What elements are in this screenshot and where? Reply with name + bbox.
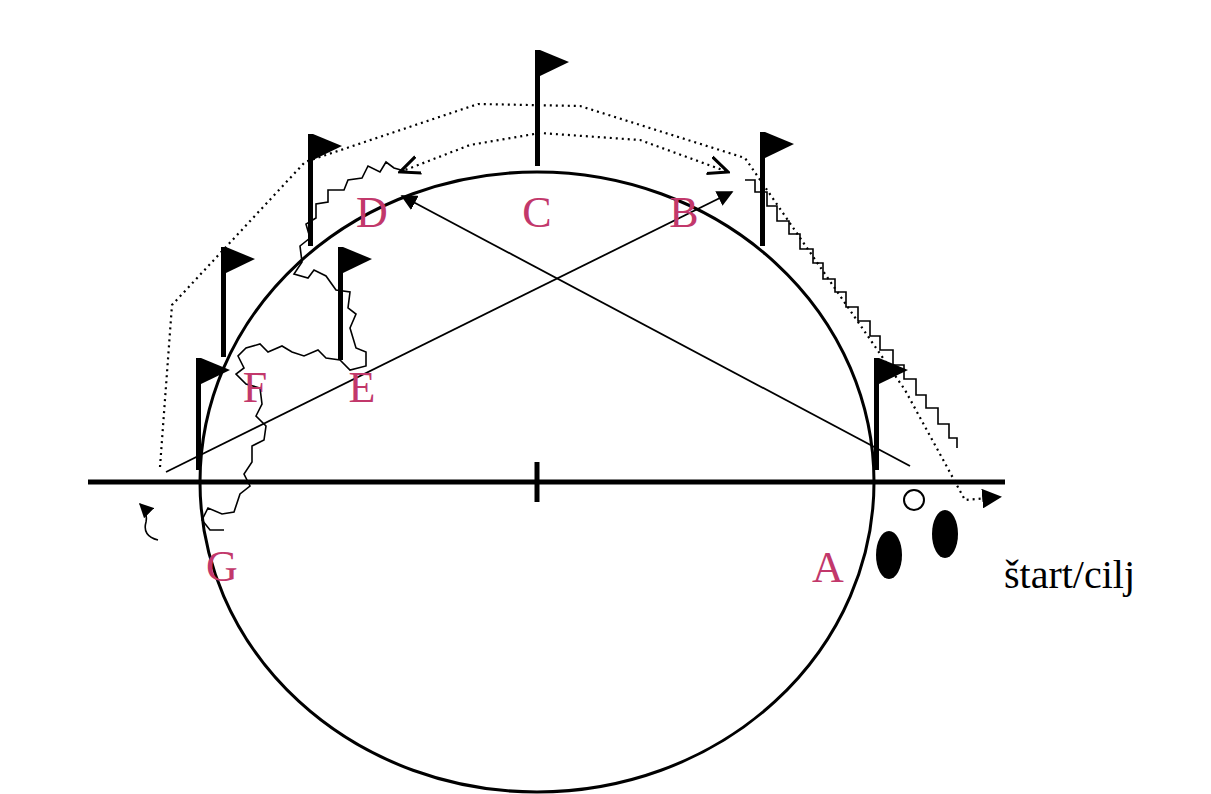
point-label: B [669,191,698,235]
point-label: F [243,366,267,410]
wiggly-route [140,162,957,540]
point-label: A [812,546,844,590]
start-finish-note: štart/cilj [1004,555,1135,595]
point-label: E [349,366,376,410]
dotted-route [160,104,1000,500]
point-label: G [206,545,238,589]
point-label: C [522,191,551,235]
point-label: D [356,191,388,235]
start-markers [876,490,958,579]
base-line [88,462,1005,502]
control-flags [196,50,908,470]
